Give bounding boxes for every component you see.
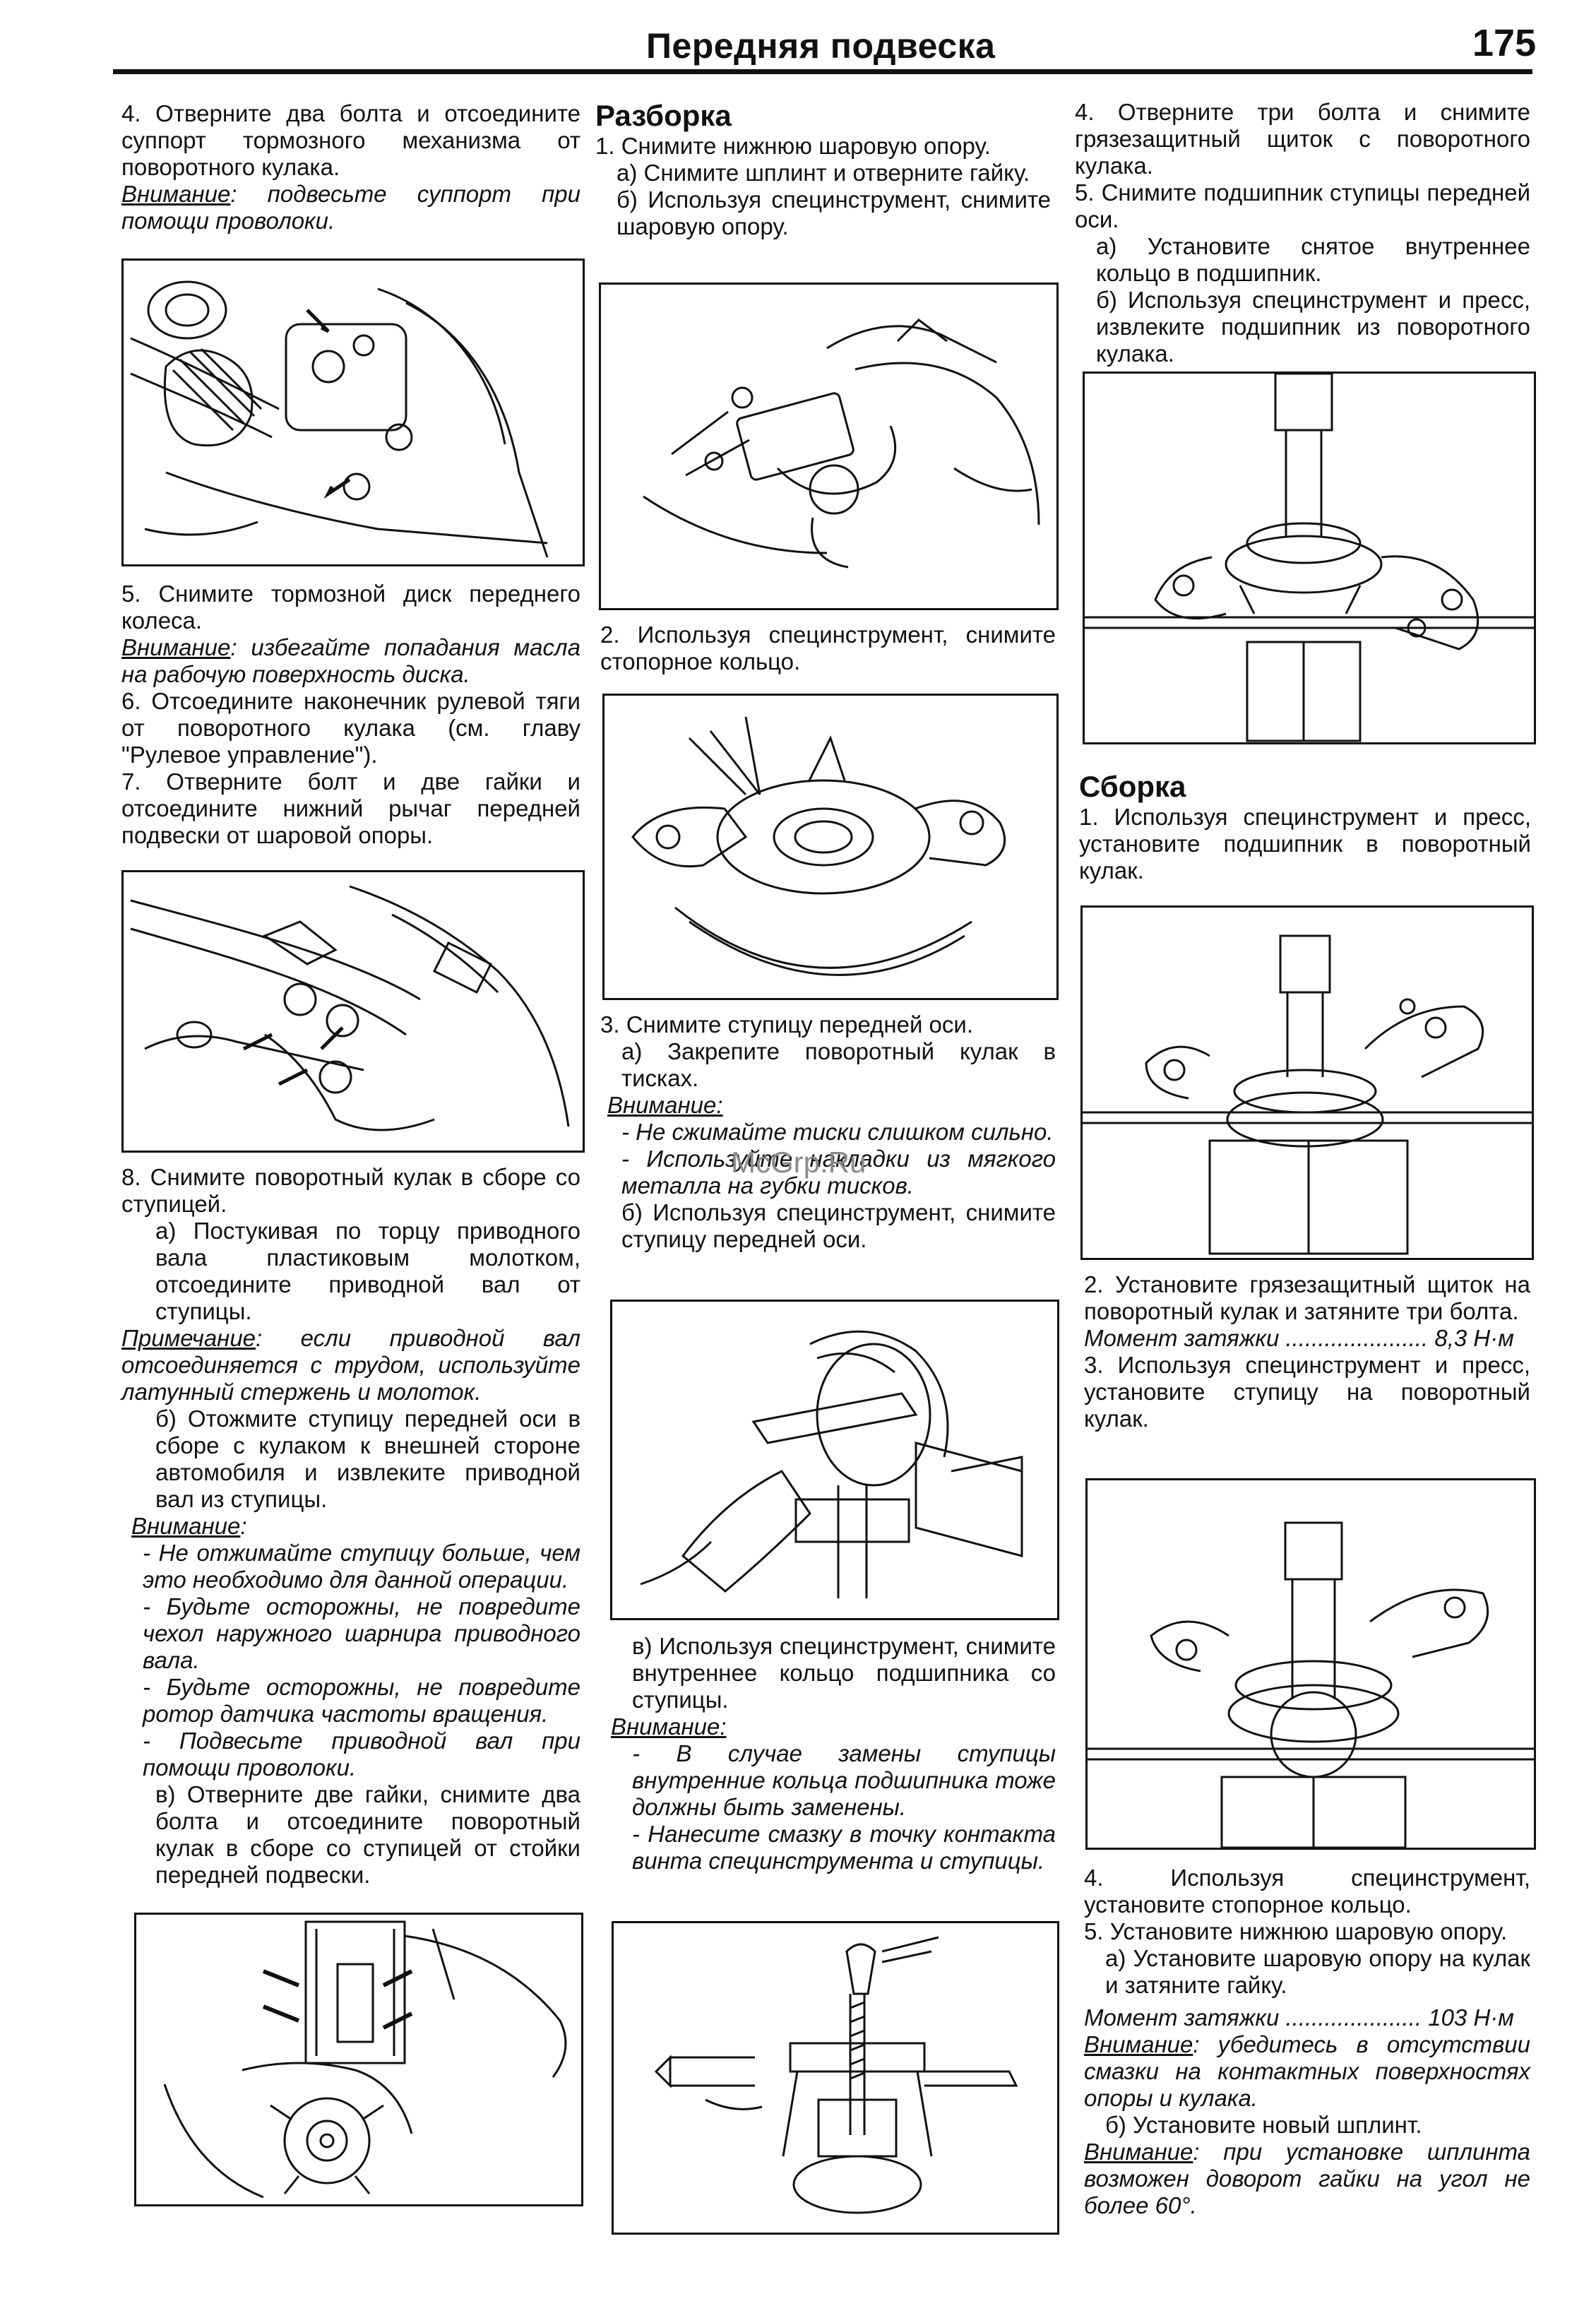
col2-warning1-item: - Не сжимайте тиски слишком сильно. bbox=[621, 1119, 1054, 1145]
warning-text: : при установке шплинта возможен доворот… bbox=[1084, 2139, 1530, 2218]
figure-hub-press-in bbox=[1085, 1478, 1536, 1850]
col3-step5b: б) Используя специнструмент и пресс, изв… bbox=[1096, 287, 1530, 367]
col3-block2: Сборка 1. Используя специнструмент и пре… bbox=[1079, 770, 1531, 884]
col2-step1b: б) Используя специнструмент, снимите шар… bbox=[617, 186, 1051, 239]
col3-torque2: Момент затяжки ..................... 103… bbox=[1084, 2004, 1514, 2031]
col1-step8v: в) Отверните две гайки, снимите два болт… bbox=[155, 1781, 580, 1888]
col1-step8: 8. Снимите поворотный кулак в сборе со с… bbox=[121, 1164, 580, 1217]
col1-warning2: Внимание: избегайте попадания масла на р… bbox=[121, 634, 580, 688]
figure-ball-joint-removal bbox=[599, 283, 1059, 610]
col2-step3: 3. Снимите ступицу передней оси. bbox=[600, 1011, 974, 1038]
assembly-heading: Сборка bbox=[1079, 770, 1186, 803]
col3-step4: 4. Отверните три болта и снимите грязеза… bbox=[1075, 99, 1530, 179]
col1-step4: 4. Отверните два болта и отсоедините суп… bbox=[121, 100, 580, 180]
warning-text: : убедитесь в отсутствии смазки на конта… bbox=[1084, 2031, 1530, 2111]
figure-knuckle-strut bbox=[134, 1913, 583, 2206]
col3-assembly-step5b: б) Установите новый шплинт. bbox=[1105, 2112, 1422, 2138]
col1-block3: 8. Снимите поворотный кулак в сборе со с… bbox=[121, 1164, 580, 1889]
figure-caliper-removal bbox=[121, 258, 585, 566]
col1-warning3-item: - Не отжимайте ступицу больше, чем это н… bbox=[143, 1540, 580, 1593]
col1-warning3-item: - Будьте осторожны, не повредите чехол н… bbox=[143, 1593, 580, 1673]
col3-step5a: а) Установите снятое внутреннее кольцо в… bbox=[1096, 233, 1530, 286]
col3-warning2: Внимание: при установке шплинта возможен… bbox=[1084, 2139, 1530, 2219]
col2-warning2-label: Внимание: bbox=[611, 1713, 727, 1740]
warning-label: Внимание bbox=[131, 1513, 241, 1539]
disassembly-heading: Разборка bbox=[595, 99, 732, 132]
col3-assembly-step4: 4. Используя специнструмент, установите … bbox=[1084, 1865, 1530, 1918]
col2-block3: 3. Снимите ступицу передней оси. а) Закр… bbox=[600, 1011, 1056, 1253]
col3-warning1: Внимание: убедитесь в отсутствии смазки … bbox=[1084, 2031, 1530, 2112]
warning-text: : подвесьте суппорт при помощи проволоки… bbox=[121, 181, 580, 234]
col2-block1: Разборка 1. Снимите нижнюю шаровую опору… bbox=[595, 99, 1051, 240]
col2-block2: 2. Используя специнструмент, снимите сто… bbox=[600, 622, 1056, 675]
col2-step3b: б) Используя специнструмент, снимите сту… bbox=[621, 1199, 1056, 1252]
watermark-text: McGrp.Ru bbox=[731, 1146, 867, 1179]
col1-step7: 7. Отверните болт и две гайки и отсоедин… bbox=[121, 768, 580, 848]
col1-step8a: а) Постукивая по торцу приводного вала п… bbox=[155, 1218, 580, 1324]
page-number: 175 bbox=[1472, 22, 1537, 64]
col3-torque1: Момент затяжки ...................... 8,… bbox=[1084, 1325, 1514, 1351]
warning-label: Внимание bbox=[121, 181, 231, 207]
col2-step3v: в) Используя специнструмент, снимите вну… bbox=[632, 1633, 1056, 1713]
col1-step5: 5. Снимите тормозной диск переднего коле… bbox=[121, 581, 580, 634]
col2-step1: 1. Снимите нижнюю шаровую опору. bbox=[595, 133, 991, 159]
col3-block4: 4. Используя специнструмент, установите … bbox=[1084, 1865, 1530, 2219]
col2-block4: в) Используя специнструмент, снимите вну… bbox=[611, 1633, 1056, 1874]
page-title: Передняя подвеска bbox=[646, 26, 996, 66]
col2-warning1-label: Внимание: bbox=[607, 1092, 723, 1118]
col1-warning1: Внимание: подвесьте суппорт при помощи п… bbox=[121, 181, 580, 234]
col1-warning3-label: Внимание: bbox=[131, 1513, 247, 1539]
note-label: Примечание bbox=[121, 1325, 256, 1351]
warning-label: Внимание bbox=[1084, 2139, 1193, 2165]
figure-bearing-press-out bbox=[1083, 372, 1536, 744]
col2-step2: 2. Используя специнструмент, снимите сто… bbox=[600, 622, 1056, 674]
col2-warning1-item: - Используйте накладки из мягкого металл… bbox=[621, 1146, 1056, 1199]
figure-snap-ring bbox=[602, 694, 1059, 1000]
col3-assembly-step1: 1. Используя специнструмент и пресс, уст… bbox=[1079, 804, 1531, 884]
col2-warning2-item: - Нанесите смазку в точку контакта винта… bbox=[632, 1821, 1056, 1874]
col1-block1: 4. Отверните два болта и отсоедините суп… bbox=[121, 100, 580, 234]
col3-assembly-step5a: а) Установите шаровую опору на кулак и з… bbox=[1105, 1945, 1530, 1998]
col3-assembly-step5: 5. Установите нижнюю шаровую опору. bbox=[1084, 1918, 1508, 1944]
col3-block1: 4. Отверните три болта и снимите грязеза… bbox=[1075, 99, 1530, 367]
warning-text: : избегайте попадания масла на рабочую п… bbox=[121, 634, 580, 687]
col2-step1a: а) Снимите шплинт и отверните гайку. bbox=[617, 160, 1030, 186]
figure-inner-race-puller bbox=[612, 1921, 1059, 2235]
header-rule bbox=[113, 69, 1532, 74]
figure-hub-removal bbox=[610, 1300, 1059, 1620]
col1-note1: Примечание: если приводной вал отсоединя… bbox=[121, 1325, 580, 1405]
col2-step3a: а) Закрепите поворотный кулак в тисках. bbox=[621, 1038, 1056, 1091]
col1-warning3-item: - Будьте осторожны, не повредите ротор д… bbox=[143, 1674, 580, 1727]
col1-warning3-item: - Подвесьте приводной вал при помощи про… bbox=[143, 1728, 580, 1781]
col3-block3: 2. Установите грязезащитный щиток на пов… bbox=[1084, 1271, 1530, 1432]
warning-label: Внимание bbox=[121, 634, 231, 660]
figure-bearing-press-in bbox=[1080, 905, 1534, 1260]
col1-step8b: б) Отожмите ступицу передней оси в сборе… bbox=[155, 1405, 580, 1512]
note-text: : если приводной вал отсоединяется с тру… bbox=[121, 1325, 580, 1405]
col2-warning2-item: - В случае замены ступицы внутренние кол… bbox=[632, 1740, 1056, 1820]
col3-assembly-step3: 3. Используя специнструмент и пресс, уст… bbox=[1084, 1352, 1530, 1432]
col1-block2: 5. Снимите тормозной диск переднего коле… bbox=[121, 581, 580, 849]
warning-label: Внимание bbox=[1084, 2031, 1193, 2057]
figure-lower-arm-detach bbox=[121, 870, 585, 1153]
col1-step6: 6. Отсоедините наконечник рулевой тяги о… bbox=[121, 688, 580, 768]
col3-assembly-step2: 2. Установите грязезащитный щиток на пов… bbox=[1084, 1271, 1530, 1324]
col3-step5: 5. Снимите подшипник ступицы передней ос… bbox=[1075, 179, 1530, 232]
